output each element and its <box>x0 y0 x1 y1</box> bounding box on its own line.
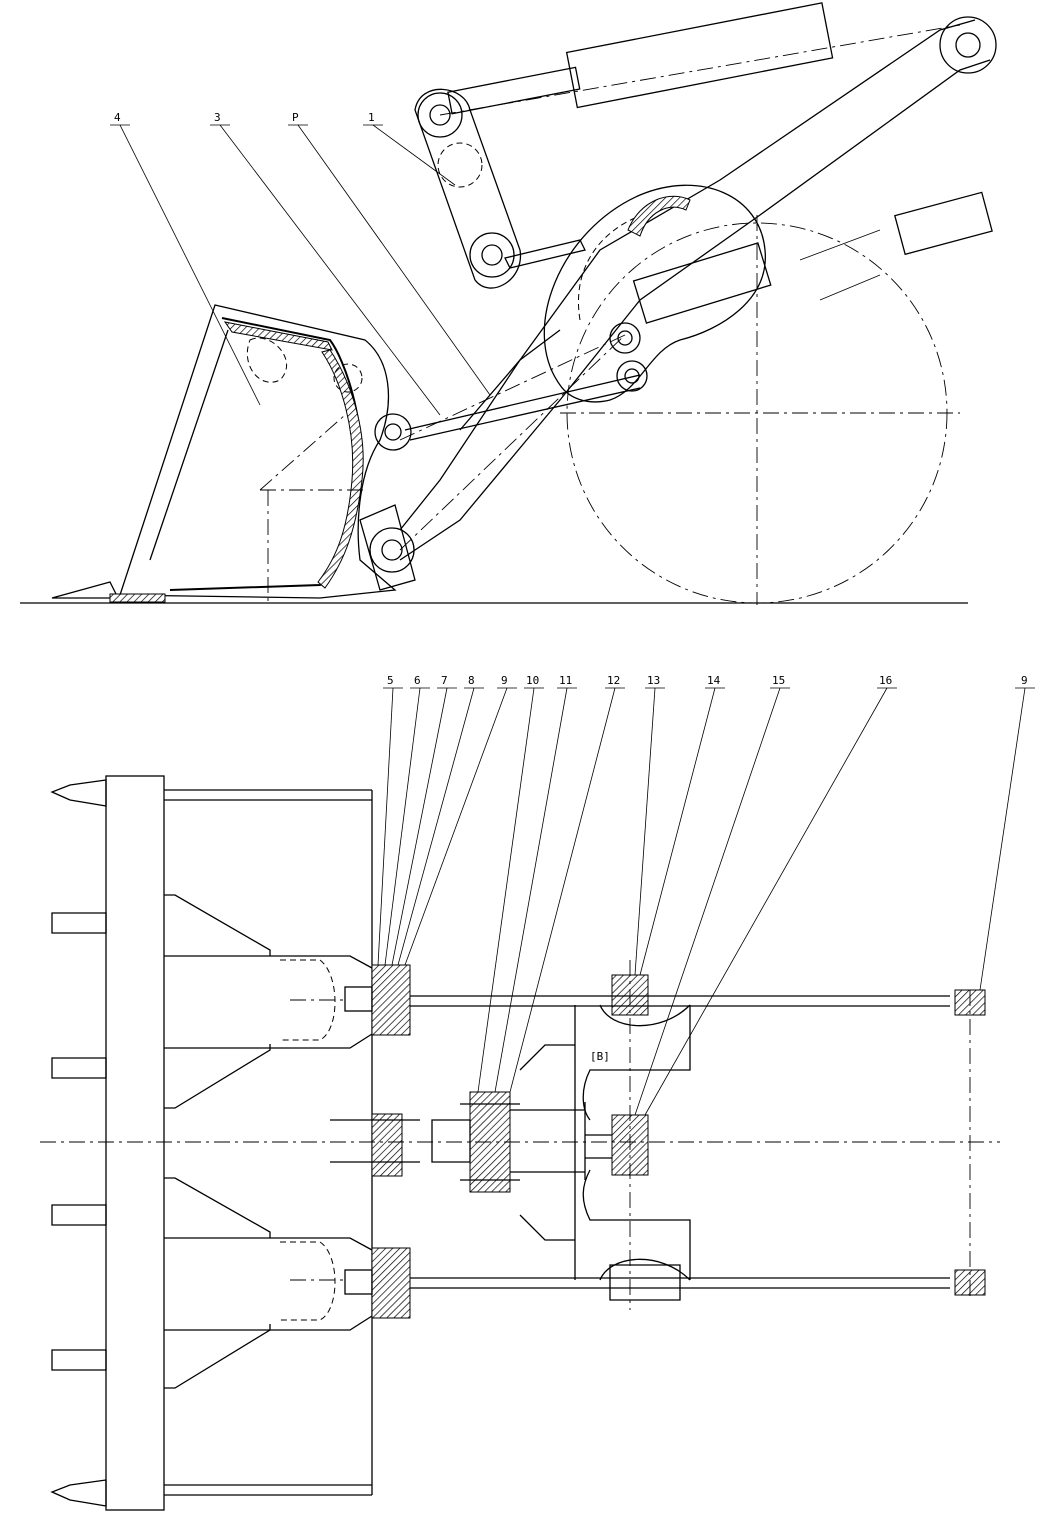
side-label-4: 1 <box>368 111 375 124</box>
plan-label-12: 16 <box>879 674 892 687</box>
bucket-gussets <box>164 894 373 1389</box>
boom-bracket-hatch <box>627 195 691 237</box>
rocker-link <box>414 88 586 289</box>
plan-label-6: 10 <box>526 674 539 687</box>
plan-label-9: 13 <box>647 674 660 687</box>
bucket <box>51 304 416 605</box>
plan-label-1: 5 <box>387 674 394 687</box>
plan-label-10: 14 <box>707 674 721 687</box>
plan-label-13: 9 <box>1021 674 1028 687</box>
bucket-cutting-edge <box>164 789 373 1496</box>
rear-cylinder-lines <box>799 229 881 301</box>
plan-label-3: 7 <box>441 674 448 687</box>
side-label-2: 3 <box>214 111 221 124</box>
lift-cylinder <box>632 242 772 324</box>
side-label-1: 4 <box>114 111 121 124</box>
plan-label-4: 8 <box>468 674 475 687</box>
boom-pivot-bracket <box>543 184 766 403</box>
plan-label-8: 12 <box>607 674 620 687</box>
tilt-rod <box>404 374 641 441</box>
boom-line <box>399 334 626 551</box>
plan-label-11: 15 <box>772 674 785 687</box>
bucket-beam <box>105 775 165 1511</box>
side-view-leaders: 4 3 P 1 <box>110 111 491 416</box>
rear-cylinder-stub <box>894 191 993 256</box>
side-label-3: P <box>292 111 299 124</box>
plan-label-7: 11 <box>559 674 572 687</box>
chassis-frame <box>519 960 971 1310</box>
plan-label-5: 9 <box>501 674 508 687</box>
plan-view-leaders: 5 6 7 8 9 10 11 12 13 14 15 16 9 <box>377 674 1035 1116</box>
lower-pin-bosses <box>609 322 648 392</box>
bucket-teeth <box>50 779 107 1507</box>
side-view: 4 3 P 1 <box>20 2 997 605</box>
plan-view: 5 6 7 8 9 10 11 12 13 14 15 16 9 [B] <box>40 674 1035 1511</box>
boom-tip-boss <box>939 16 997 74</box>
boom-bracket-inner <box>578 209 661 321</box>
upper-cylinder <box>439 2 961 116</box>
plan-mark: [B] <box>590 1050 610 1063</box>
plan-label-2: 6 <box>414 674 421 687</box>
